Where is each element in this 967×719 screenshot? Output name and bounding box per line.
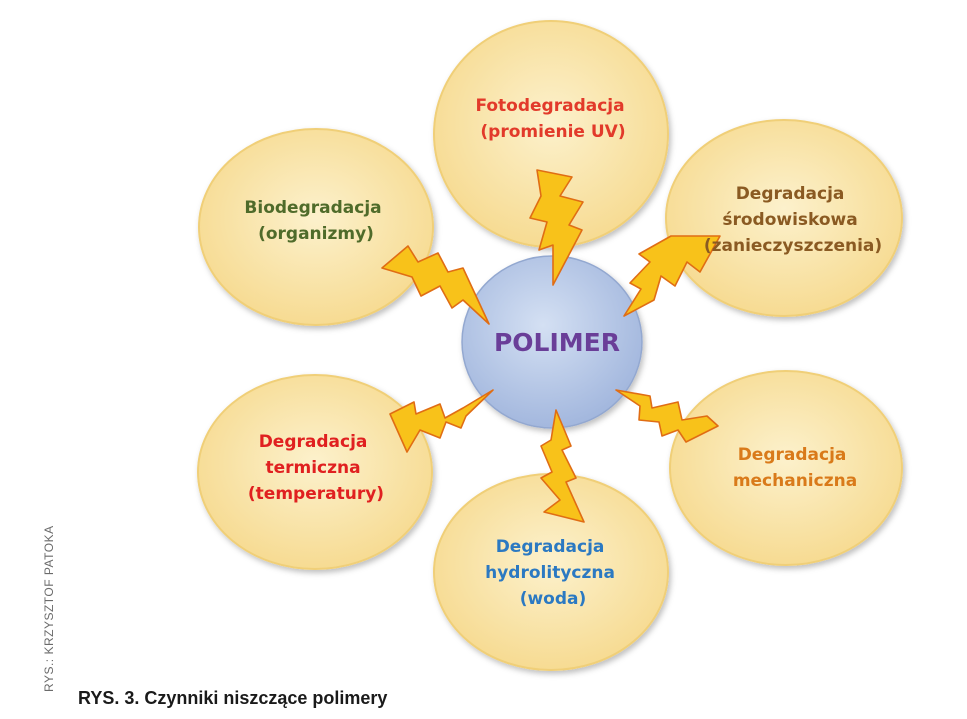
factor-mech-label: Degradacja mechaniczna	[733, 445, 857, 491]
factor-foto-line-1: Fotodegradacja	[475, 96, 624, 116]
factor-env-line-1: Degradacja	[736, 184, 845, 204]
factor-mech-line-2: mechaniczna	[733, 471, 857, 491]
degradation-diagram: POLIMER Fotodegradacja (promienie UV) Bi…	[197, 20, 903, 671]
center-label: POLIMER	[494, 328, 620, 357]
factor-foto-bubble	[433, 20, 669, 248]
center-circle	[461, 255, 643, 429]
factor-mech-line-1: Degradacja	[738, 445, 847, 465]
factor-hydro-line-2: hydrolityczna	[485, 563, 615, 583]
image-credit: RYS.: KRZYSZTOF PATOKA	[42, 525, 56, 692]
factor-bio-bubble	[198, 128, 434, 326]
factor-hydro-label: Degradacja hydrolityczna (woda)	[485, 537, 621, 609]
factor-bio-label: Biodegradacja (organizmy)	[244, 198, 387, 244]
factor-env-bubble	[665, 119, 903, 317]
factor-thermal-label: Degradacja termiczna (temperatury)	[248, 432, 384, 504]
factor-foto-label: Fotodegradacja (promienie UV)	[475, 96, 630, 142]
factor-env-line-3: (zanieczyszczenia)	[704, 236, 882, 256]
bolt-mech	[615, 389, 719, 443]
factor-thermal-bubble	[197, 374, 433, 570]
factor-env-line-2: środowiskowa	[722, 210, 857, 230]
factor-bio-line-2: (organizmy)	[258, 224, 374, 244]
factor-bio-line-1: Biodegradacja	[244, 198, 381, 218]
factor-thermal-line-3: (temperatury)	[248, 484, 384, 504]
factor-hydro-line-3: (woda)	[520, 589, 587, 609]
bolt-hydro	[540, 409, 585, 523]
bolt-env	[623, 235, 721, 317]
factor-hydro-line-1: Degradacja	[496, 537, 605, 557]
factor-mech-bubble	[669, 370, 903, 566]
bolt-foto	[529, 169, 584, 286]
figure-caption: RYS. 3. Czynniki niszczące polimery	[78, 688, 388, 708]
bolt-bio	[381, 245, 490, 325]
factor-thermal-line-1: Degradacja	[259, 432, 368, 452]
bolt-thermal	[389, 389, 494, 453]
factor-foto-line-2: (promienie UV)	[480, 122, 625, 142]
factor-thermal-line-2: termiczna	[265, 458, 360, 478]
factor-env-label: Degradacja środowiskowa (zanieczyszczeni…	[704, 184, 882, 256]
